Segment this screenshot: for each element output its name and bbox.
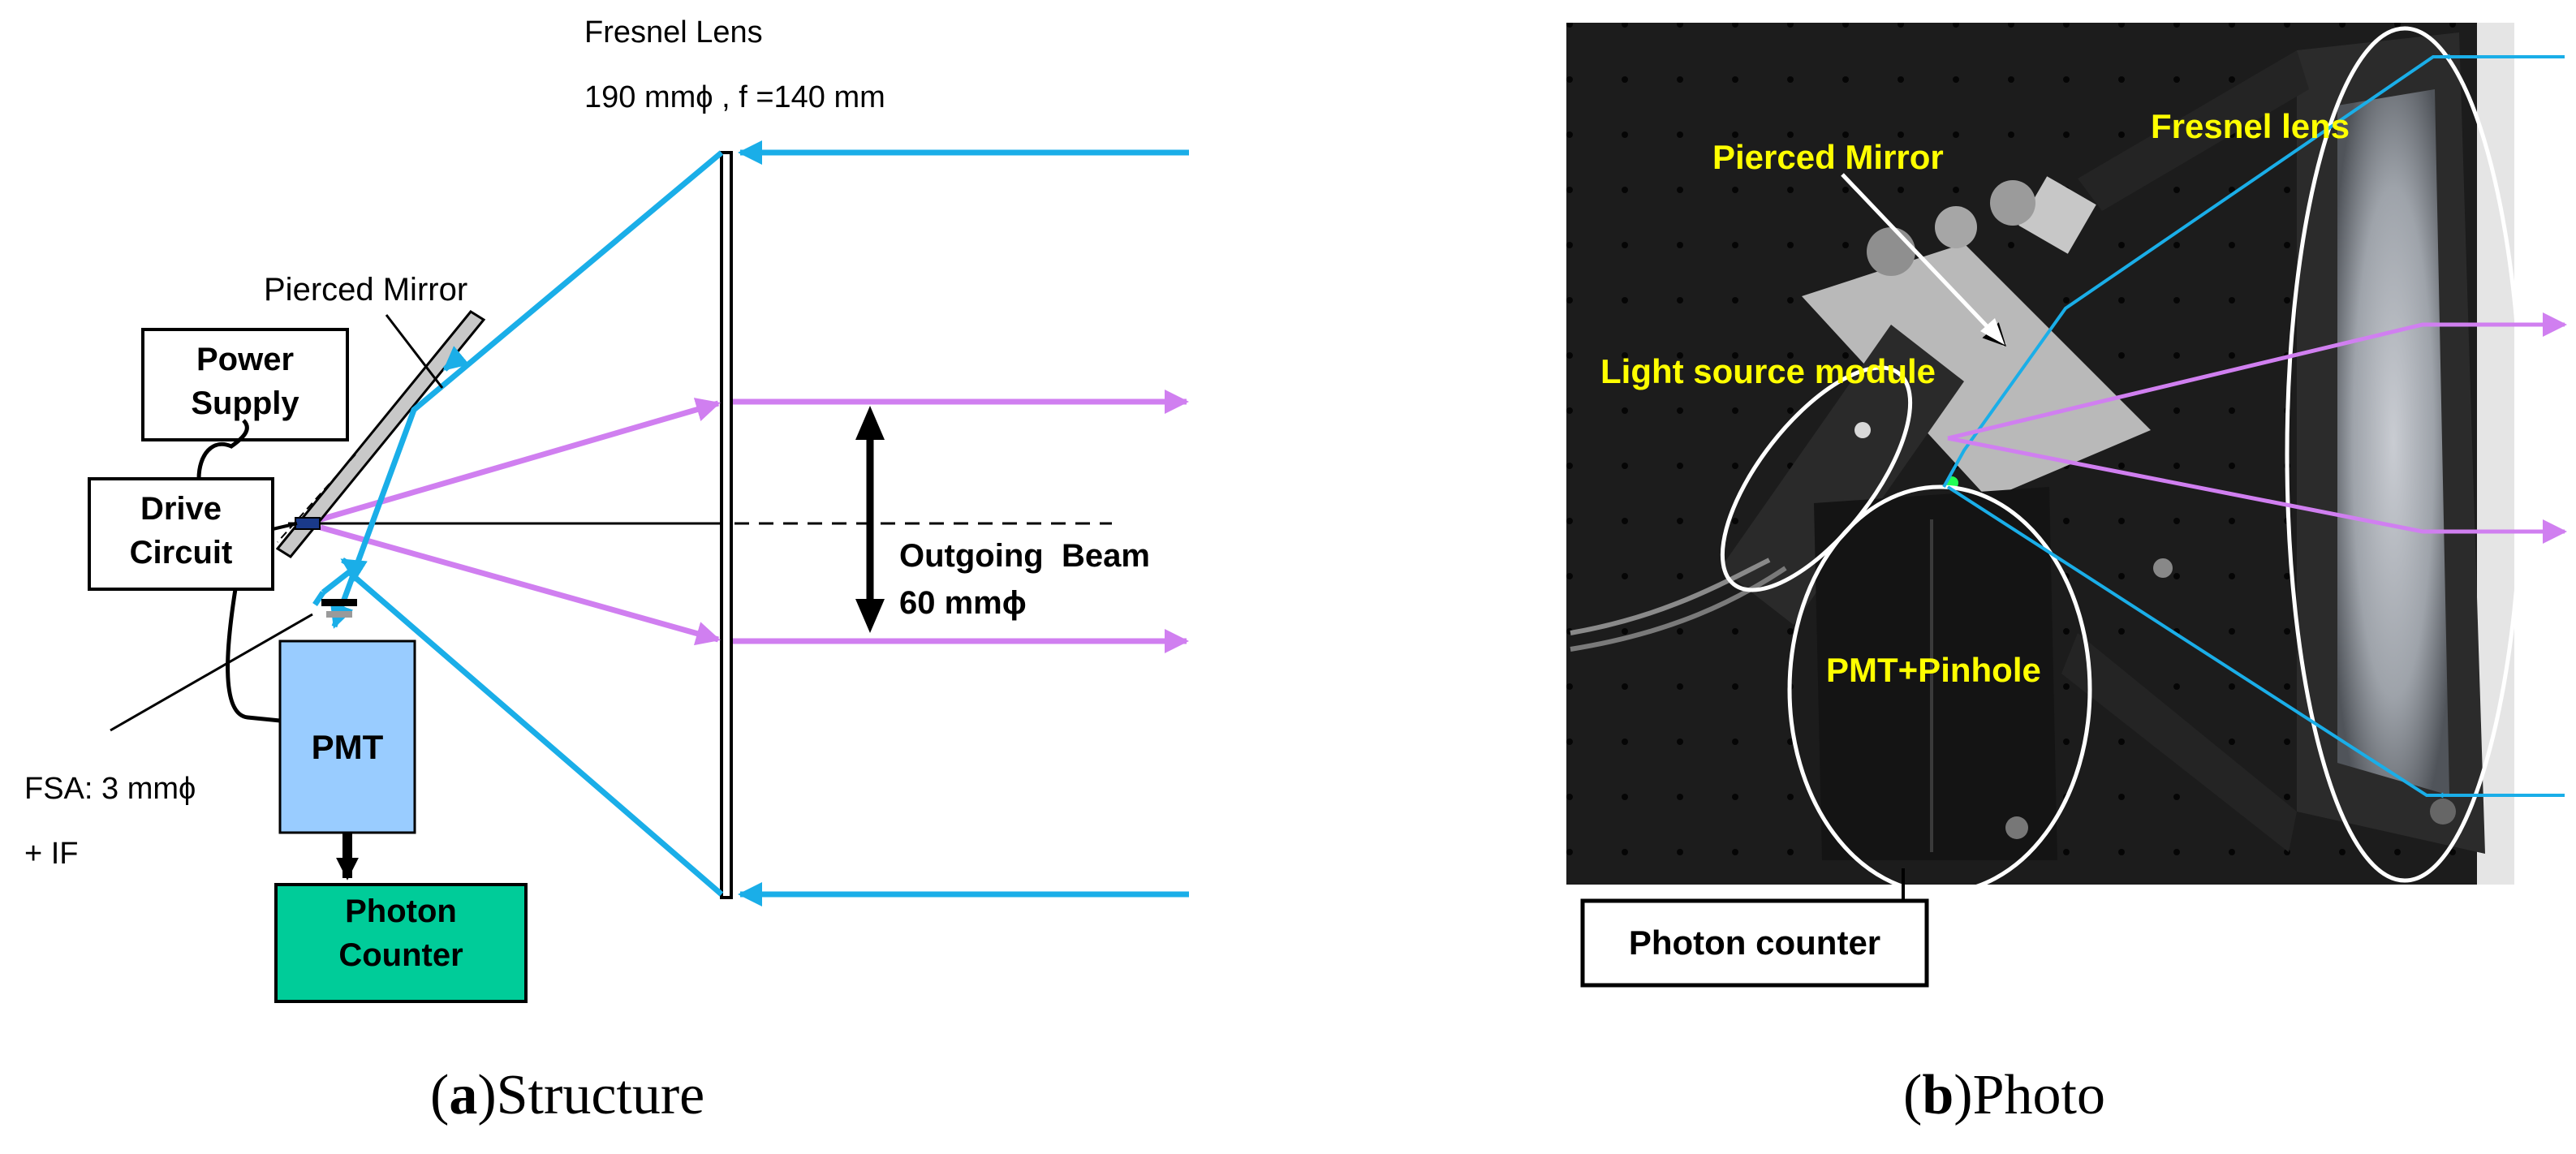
caption-a-letter: a — [449, 1064, 477, 1126]
fresnel-lens — [720, 151, 733, 899]
caption-b-text: Photo — [1973, 1064, 2105, 1126]
pmt-cable — [226, 588, 281, 723]
power-supply-label-1: Power — [196, 342, 294, 377]
light-source-ellipse — [1720, 365, 1913, 592]
drive-circuit-label-1: Drive — [140, 491, 222, 527]
outgoing-beam-arrow — [855, 406, 885, 633]
photo-pmt-box — [1814, 487, 2456, 860]
caption-b-letter: b — [1922, 1064, 1954, 1126]
structure-diagram: Power Supply Drive Circuit PMT Photon Co… — [24, 15, 1189, 1126]
board-edge — [2477, 23, 2514, 885]
light-source-chip — [295, 517, 321, 530]
power-supply-label-2: Supply — [191, 385, 299, 421]
received-ray-bottom-arrow — [312, 591, 325, 606]
fresnel-lens-spec: 190 mmϕ , f =140 mm — [584, 80, 885, 114]
reflect-arrow — [442, 346, 470, 372]
photo-emitted-ray-bottom — [1947, 436, 2565, 534]
photo-emitted-ray-top — [1947, 322, 2565, 441]
drive-circuit-label-2: Circuit — [130, 535, 233, 571]
fsa-leader — [110, 613, 313, 732]
fsa-label-2: + IF — [24, 837, 79, 871]
fsa-aperture — [321, 599, 357, 618]
power-cable — [196, 419, 249, 480]
outgoing-beam-label-2: 60 mmϕ — [899, 585, 1027, 621]
photo-pmt-pinhole-label: PMT+Pinhole — [1826, 651, 2041, 689]
photo-light-source-label: Light source module — [1600, 352, 1936, 390]
caption-a: (a)Structure — [430, 1064, 704, 1126]
photo-counter-label: Photon counter — [1629, 924, 1880, 962]
photo-pierced-mirror-label: Pierced Mirror — [1712, 138, 1944, 176]
photo-pierced-mirror-arrow — [1841, 173, 2006, 347]
received-ray-top-path — [336, 150, 724, 614]
photo-counter-box — [1580, 898, 1929, 988]
photo-cable-1 — [1570, 558, 1771, 635]
photon-counter-label-2: Counter — [338, 937, 463, 973]
photo-panel: Pierced Mirror Fresnel lens Light source… — [1566, 23, 2567, 1126]
photo-fresnel-lens — [2061, 32, 2485, 854]
emitted-ray-down — [320, 524, 721, 646]
mirror-hole-axis — [277, 454, 356, 543]
pierced-mirror-leader — [385, 314, 444, 389]
outgoing-beam-label-1: Outgoing Beam — [899, 538, 1150, 574]
pierced-mirror-label: Pierced Mirror — [264, 272, 467, 308]
pmt-label: PMT — [312, 728, 384, 766]
emitted-ray-up — [320, 398, 721, 523]
fresnel-ellipse — [2285, 26, 2525, 883]
photon-counter-box: Photon Counter — [274, 883, 528, 1003]
fresnel-lens-title: Fresnel Lens — [584, 15, 763, 50]
photo-cable-2 — [1570, 566, 1787, 652]
return-arrow — [340, 558, 368, 583]
fsa-label-1: FSA: 3 mmϕ — [24, 772, 196, 806]
caption-a-text: Structure — [497, 1064, 705, 1126]
photo-light-source-module — [1721, 176, 2151, 625]
caption-b: (b)Photo — [1903, 1064, 2105, 1126]
pmt-ellipse — [1787, 484, 2092, 895]
drive-circuit-box: Drive Circuit — [88, 477, 298, 591]
photon-counter-label-1: Photon — [345, 893, 457, 929]
photo-pierced-mirror-arrowhead — [1980, 318, 2005, 345]
power-supply-box: Power Supply — [141, 328, 349, 441]
photo-fresnel-lens-label: Fresnel lens — [2151, 107, 2350, 145]
pmt-box: PMT — [278, 639, 416, 834]
